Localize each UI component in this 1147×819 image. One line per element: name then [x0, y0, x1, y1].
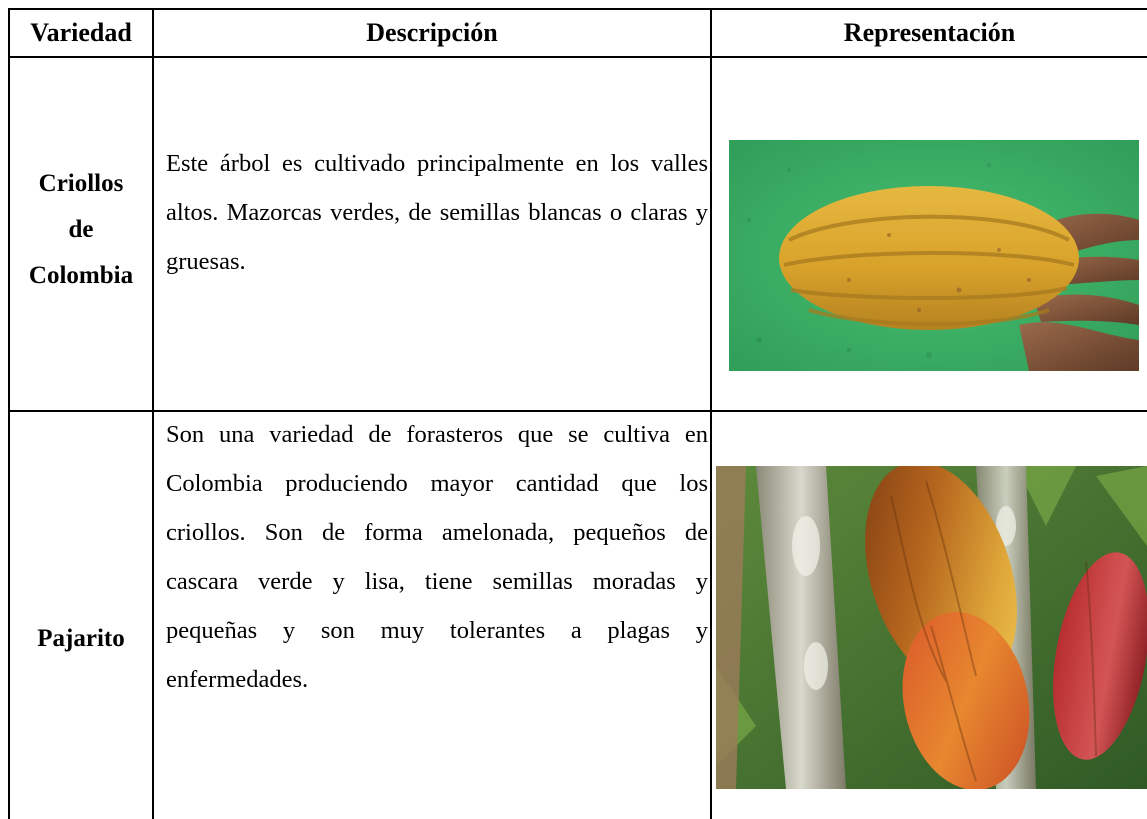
- header-variety: Variedad: [30, 18, 132, 47]
- row2-cacao-photo: [716, 466, 1147, 789]
- table-top-border: [8, 8, 1147, 10]
- row2-description: Son una variedad de forasteros que se cu…: [166, 421, 708, 693]
- header-bottom-border: [8, 56, 1147, 58]
- row1-variety-line3: Colombia: [28, 262, 134, 289]
- header-representation: Representación: [843, 18, 1016, 47]
- row1-variety: Criollos de Colombia: [10, 140, 152, 320]
- cacao-pod-yellow-image: [729, 140, 1139, 371]
- row2-variety: Pajarito: [37, 625, 125, 652]
- cacao-pods-tree-image: [716, 466, 1147, 789]
- column-divider-1: [152, 8, 154, 819]
- table-left-border: [8, 8, 10, 819]
- column-divider-2: [710, 8, 712, 819]
- row1-bottom-border: [8, 410, 1147, 412]
- header-description: Descripción: [366, 18, 498, 47]
- row1-variety-line2: de: [68, 216, 94, 243]
- row1-description: Este árbol es cultivado principalmente e…: [166, 150, 708, 275]
- row1-variety-line1: Criollos: [38, 170, 124, 197]
- row1-cacao-photo: [729, 140, 1139, 371]
